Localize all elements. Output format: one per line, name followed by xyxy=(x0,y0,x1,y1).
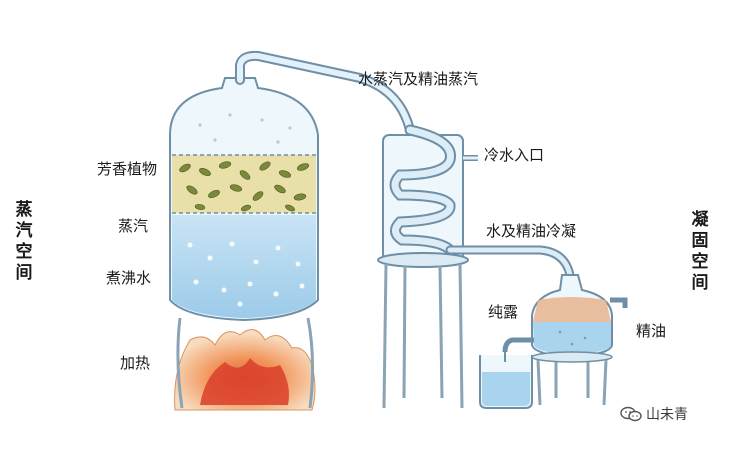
label-condensation-space: 凝固空间 xyxy=(691,210,709,293)
flask-stand xyxy=(176,317,315,409)
label-hydrosol: 纯露 xyxy=(488,303,519,321)
boiling-bubbles xyxy=(187,241,305,307)
hydrosol-beaker xyxy=(479,355,533,409)
label-boiling-water: 煮沸水 xyxy=(106,269,152,287)
label-water-oil-condense: 水及精油冷凝 xyxy=(486,222,577,240)
label-heating: 加热 xyxy=(120,354,151,372)
watermark-text: 山未青 xyxy=(646,407,688,423)
separator-flask xyxy=(502,274,628,406)
vapor-tube xyxy=(235,50,415,135)
fire-group xyxy=(174,329,316,411)
watermark: 山未青 xyxy=(620,404,688,424)
label-essential-oil: 精油 xyxy=(636,322,667,340)
wechat-icon xyxy=(620,406,642,422)
boiling-flask xyxy=(169,77,319,322)
condenser xyxy=(382,124,575,280)
label-steam-space: 蒸汽空间 xyxy=(15,200,33,283)
label-steam: 蒸汽 xyxy=(118,217,149,235)
label-steam-oil-vapor: 水蒸汽及精油蒸汽 xyxy=(358,70,479,88)
condenser-table xyxy=(377,252,469,409)
plant-leaves xyxy=(179,161,310,212)
label-cold-water-inlet: 冷水入口 xyxy=(484,146,545,164)
label-aromatic-plants: 芳香植物 xyxy=(97,160,158,178)
